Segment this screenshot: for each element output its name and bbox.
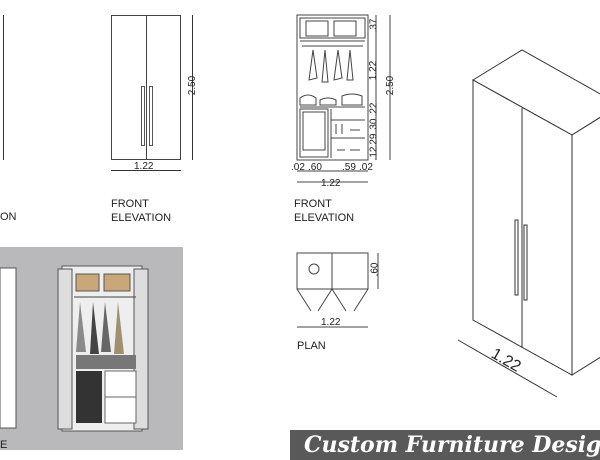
elevation-label: FRONT ELEVATION [111, 197, 171, 225]
closed-wardrobe [111, 15, 181, 160]
bottom-dim-2: .59 [342, 162, 356, 173]
door-divider [146, 16, 147, 159]
height-dim-line [192, 15, 193, 160]
label-line-2: ELEVATION [111, 212, 172, 224]
label-line-2: ELEVATION [294, 212, 355, 224]
door-handle-right [149, 86, 153, 146]
label-line-1: FRONT [294, 198, 332, 210]
cropped-wardrobe-edge [0, 15, 4, 160]
label-line-1: FRONT [111, 198, 149, 210]
width-dim: 1.22 [321, 178, 341, 189]
plan-label: PLAN [297, 340, 326, 352]
perspective-label: E [0, 439, 8, 451]
bottom-dim-3: .02 [359, 162, 373, 173]
perspective-panel [0, 247, 183, 450]
perspective-drawings [0, 265, 149, 432]
cropped-elevation-label: ON [0, 211, 17, 223]
bottom-dim-1: .60 [308, 162, 322, 173]
width-dim: 1.22 [134, 161, 154, 172]
width-dim-line [111, 170, 181, 171]
elevation-label: FRONT ELEVATION [294, 197, 354, 225]
bottom-dim-0: .02 [291, 162, 305, 173]
door-handle-left [141, 86, 145, 146]
width-dim: 1.22 [321, 317, 341, 328]
title-banner: Custom Furniture Desig [290, 430, 600, 460]
